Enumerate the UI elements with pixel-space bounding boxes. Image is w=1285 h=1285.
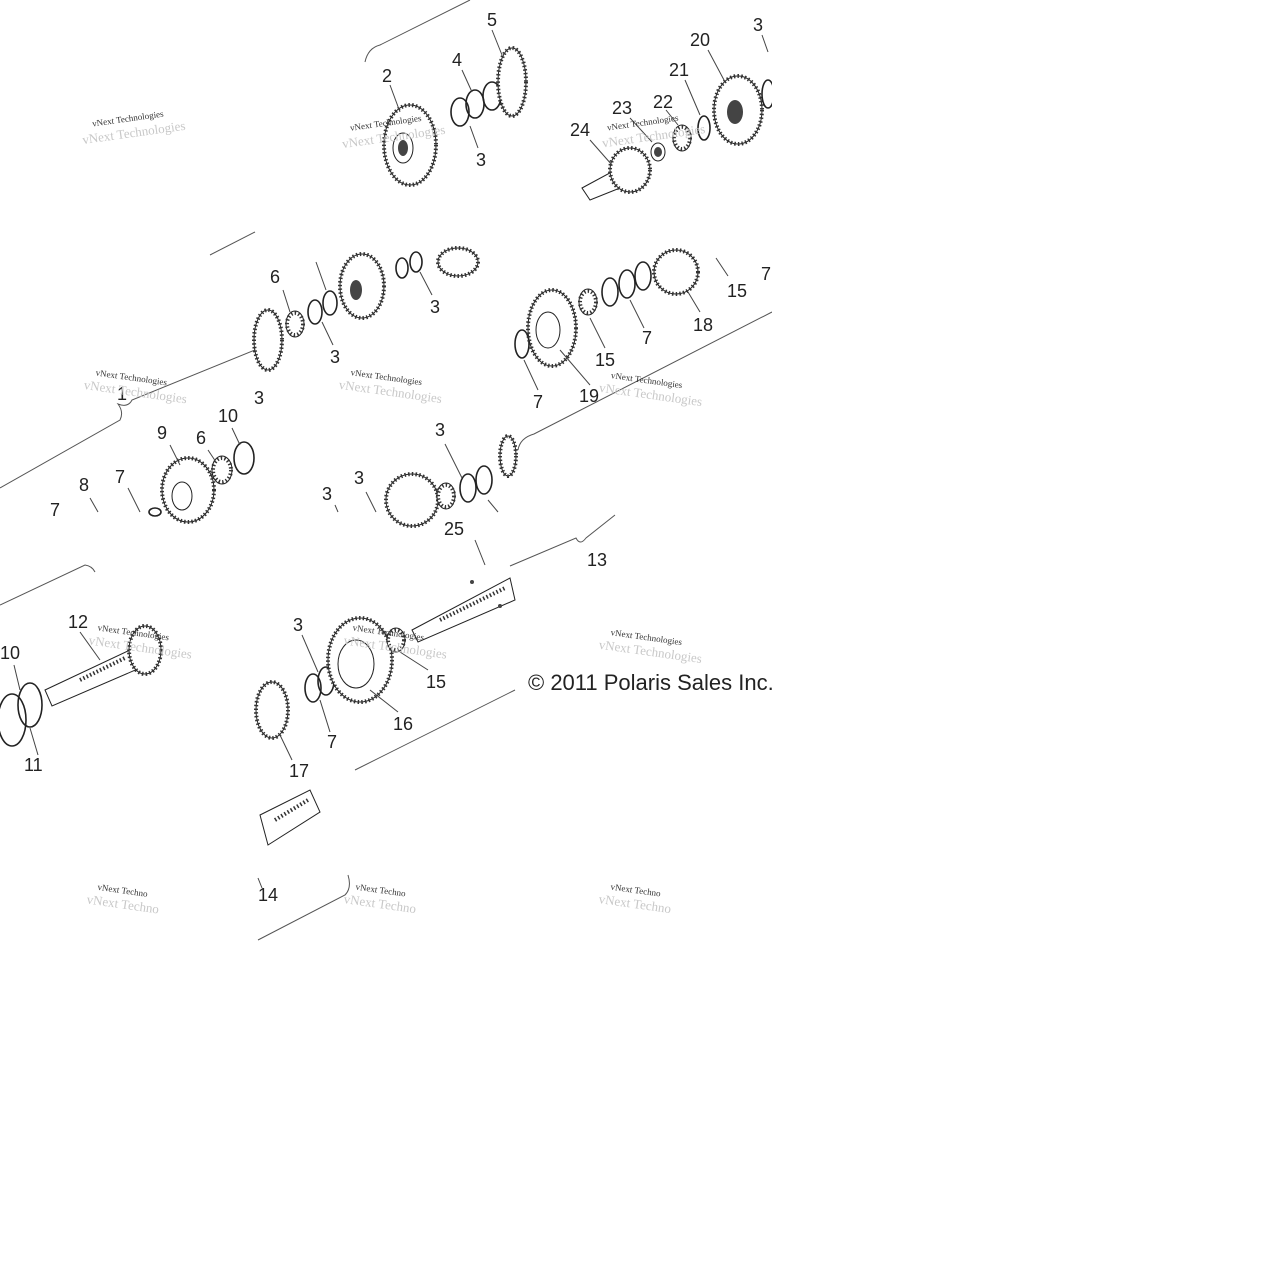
callout-17: 17 [289,761,309,781]
gear-5 [496,46,528,118]
callout-3-d: 3 [430,297,440,317]
gear-9 [160,456,216,524]
callout-12: 12 [68,612,88,632]
shaft-25 [411,577,516,643]
callout-19: 19 [579,386,599,406]
callout-3-b: 3 [753,15,763,35]
callout-7-b: 7 [642,328,652,348]
shaft-24 [581,146,652,201]
rings-7-mid [601,261,652,307]
callout-2: 2 [382,66,392,86]
gear-2 [382,103,438,187]
rings-3-4 [450,81,502,127]
ring-7-left [514,329,530,359]
bearing-15-lower [386,627,406,653]
callout-20: 20 [690,30,710,50]
callout-7: 7 [533,392,543,412]
shaft-14 [259,789,321,846]
shaft-12 [44,624,163,707]
callout-8: 8 [79,475,89,495]
callout-25: 25 [444,519,464,539]
callout-22: 22 [653,92,673,112]
leader-lines [13,29,769,889]
ring-10-upper [233,441,255,475]
callout-7-c: 7 [761,264,771,284]
callout-6-b: 6 [196,428,206,448]
callout-3-c: 3 [330,347,340,367]
ring-21 [697,115,711,141]
callout-15: 15 [727,281,747,301]
bearing-22 [672,124,692,152]
callout-9: 9 [157,423,167,443]
callout-3-i: 3 [293,615,303,635]
gear-upper-right-partial [436,246,480,278]
callout-7-e: 7 [50,500,60,520]
callout-23: 23 [612,98,632,118]
callout-3-h: 3 [322,484,332,504]
callout-3-f: 3 [435,420,445,440]
bearing-23 [650,142,666,162]
bearing-6-upper [285,310,305,338]
callout-3-e: 3 [254,388,264,408]
rings-7-8 [148,507,162,517]
callout-21: 21 [669,60,689,80]
rings-10-11 [0,682,43,747]
callout-4: 4 [452,50,462,70]
callout-11: 11 [24,755,43,775]
assembly-brackets [0,0,773,941]
bearing-lower-mid [436,482,456,510]
callout-7-d: 7 [115,467,125,487]
bearing-6-lower [211,455,233,485]
gear-lower-mid [384,472,440,528]
gear-18 [652,248,700,296]
callout-3: 3 [476,150,486,170]
gear-20 [712,74,764,146]
bearing-15-mid [578,288,598,316]
gear-left-partial [252,308,284,372]
callout-14: 14 [258,885,278,905]
callout-labels: 1 2 3 4 5 6 7 8 9 10 11 12 13 14 15 16 1… [0,10,771,905]
callout-15-b: 15 [595,350,615,370]
copyright-text: © 2011 Polaris Sales Inc. [528,670,774,695]
gear-19 [526,288,578,368]
callout-3-g: 3 [354,468,364,488]
callout-6: 6 [270,267,280,287]
callout-10-b: 10 [0,643,20,663]
gear-lower-mid-right [498,434,518,478]
callout-13: 13 [587,550,607,570]
callout-10: 10 [218,406,238,426]
callout-15-c: 15 [426,672,446,692]
gear-16 [326,616,394,704]
rings-3-upper [307,290,338,325]
rings-3-upper-right [395,251,423,279]
callout-16: 16 [393,714,413,734]
gear-cluster-upper [338,252,386,320]
callout-5: 5 [487,10,497,30]
callout-24: 24 [570,120,590,140]
callout-18: 18 [693,315,713,335]
callout-7-f: 7 [327,732,337,752]
gear-17 [254,680,290,740]
callout-1: 1 [117,384,127,404]
rings-3-lower-mid [459,465,493,503]
